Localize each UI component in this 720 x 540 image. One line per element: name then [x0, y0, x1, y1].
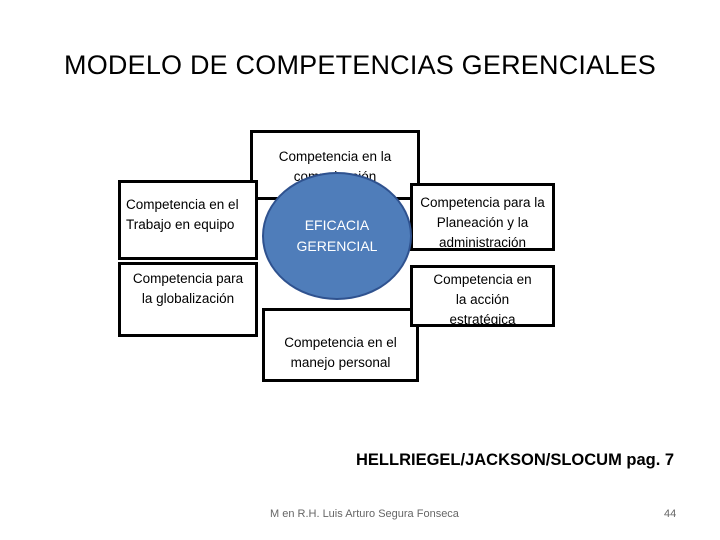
- box-planeacion: Competencia para la Planeación y la admi…: [410, 183, 555, 251]
- box-trabajo-en-equipo: Competencia en el Trabajo en equipo: [118, 180, 258, 260]
- box-line: administración: [438, 235, 527, 250]
- box-line: Competencia para la: [420, 195, 545, 210]
- box-line: Competencia en el: [126, 197, 239, 212]
- box-line: Planeación y la: [436, 215, 529, 230]
- box-globalizacion: Competencia para la globalización: [118, 262, 258, 337]
- slide-title: MODELO DE COMPETENCIAS GERENCIALES: [64, 50, 656, 80]
- box-line: Competencia para: [132, 271, 244, 286]
- center-line: EFICACIA: [304, 217, 370, 233]
- box-line: la acción: [455, 292, 510, 307]
- box-line: estratégica: [449, 312, 516, 327]
- box-accion-estrategica: Competencia en la acción estratégica: [410, 265, 555, 327]
- reference-citation: HELLRIEGEL/JACKSON/SLOCUM pag. 7: [356, 451, 675, 469]
- box-line: Competencia en: [433, 272, 532, 287]
- page-number: 44: [664, 508, 677, 520]
- footer-author: M en R.H. Luis Arturo Segura Fonseca: [270, 508, 459, 520]
- box-manejo-personal: Competencia en el manejo personal: [262, 308, 419, 382]
- box-line: Competencia en la: [278, 149, 392, 164]
- box-line: manejo personal: [290, 355, 391, 370]
- box-line: Competencia en el: [284, 335, 397, 350]
- center-line: GERENCIAL: [296, 238, 378, 254]
- box-line: Trabajo en equipo: [126, 217, 235, 232]
- center-ellipse-eficacia-gerencial: EFICACIA GERENCIAL: [262, 172, 412, 300]
- box-line: la globalización: [141, 291, 235, 306]
